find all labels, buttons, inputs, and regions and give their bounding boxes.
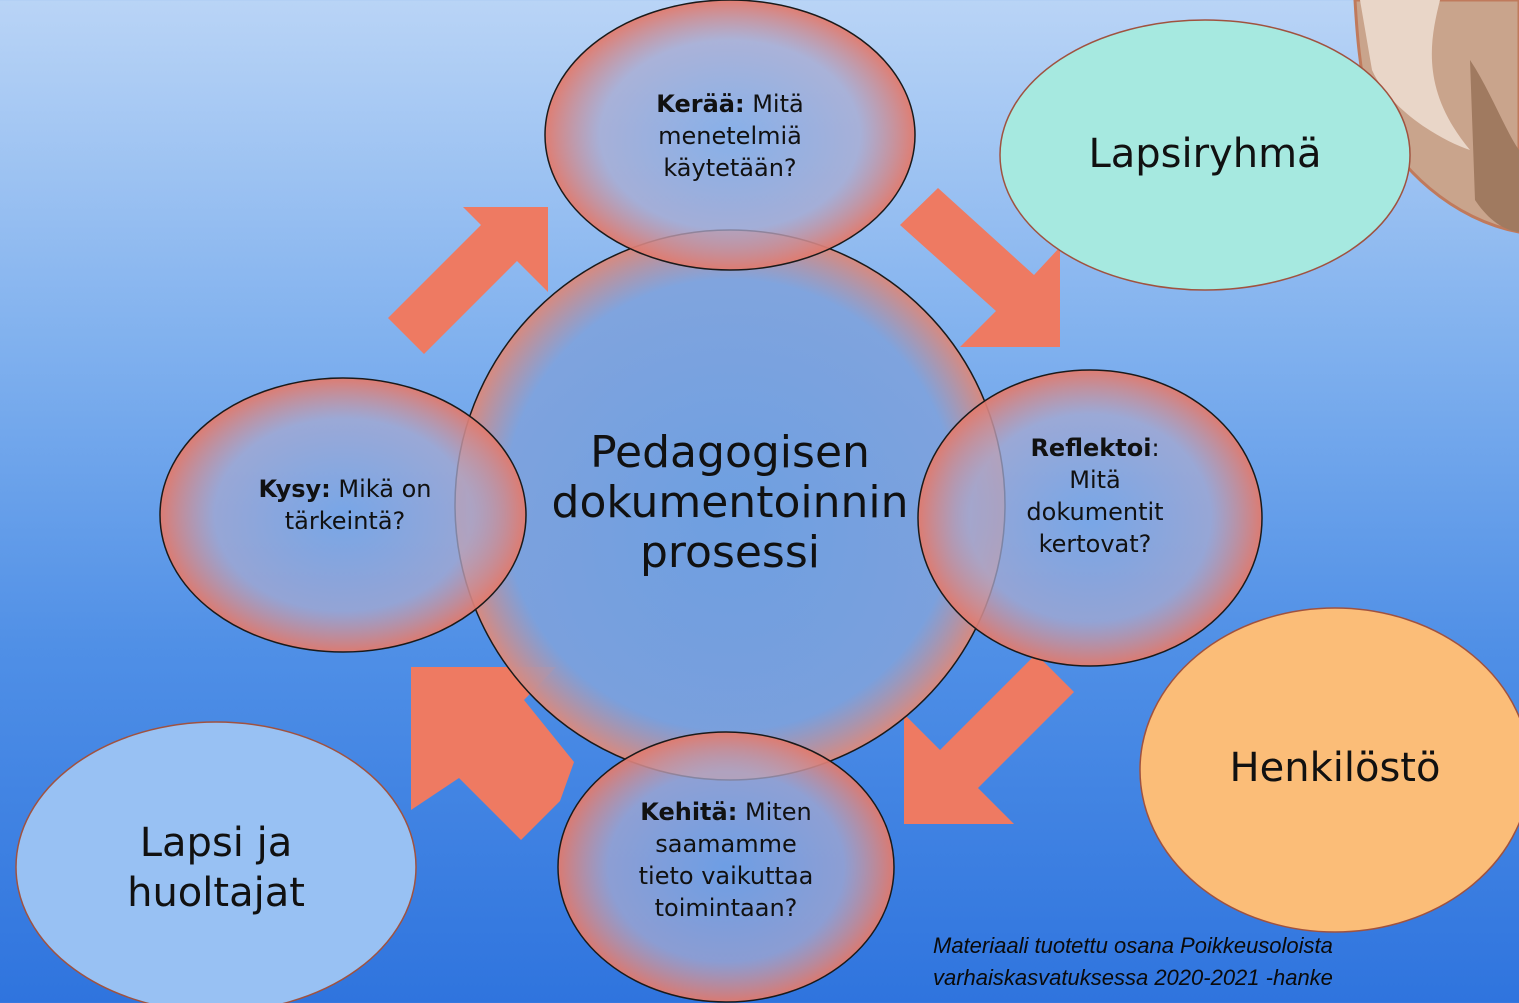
footer-line-1: Materiaali tuotettu osana Poikkeusoloist… [933, 933, 1333, 958]
arrow-bottom-left [411, 667, 574, 840]
center-label: Pedagogisen dokumentoinnin prosessi [540, 428, 920, 578]
lapsiryhma-label: Lapsiryhmä [1088, 131, 1322, 177]
keraa-label: Kerää: Mitä menetelmiä käytetään? [600, 88, 860, 184]
lapsi-huoltajat-circle [15, 721, 417, 1003]
footer-line-2: varhaiskasvatuksessa 2020-2021 -hanke [933, 965, 1333, 990]
center-line-3: prosessi [639, 527, 821, 578]
kysy-label: Kysy: Mikä on tärkeintä? [220, 473, 470, 537]
reflektoi-text-1: Mitä [1069, 466, 1121, 494]
kehita-text-2: saamamme [655, 830, 797, 858]
arrow-bottom-right [904, 654, 1074, 824]
kehita-circle [557, 731, 895, 1003]
reflektoi-circle [917, 369, 1263, 667]
photo-fragment [1353, 0, 1519, 234]
reflektoi-colon: : [1151, 434, 1160, 462]
reflektoi-text-3: kertovat? [1038, 530, 1152, 558]
arrow-top-left [388, 207, 548, 354]
kysy-text-1: Mikä on [338, 475, 432, 503]
keraa-bold: Kerää: [656, 90, 745, 118]
kehita-text-1: Miten [744, 798, 812, 826]
keraa-text-2: menetelmiä [658, 122, 802, 150]
reflektoi-label: Reflektoi: Mitä dokumentit kertovat? [985, 432, 1205, 560]
center-line-2: dokumentoinnin [551, 477, 909, 528]
henkilosto-circle [1139, 607, 1519, 933]
lapsiryhma-circle [999, 19, 1411, 291]
kehita-label: Kehitä: Miten saamamme tieto vaikuttaa t… [590, 796, 862, 924]
kysy-text-2: tärkeintä? [284, 507, 406, 535]
reflektoi-bold: Reflektoi [1030, 434, 1152, 462]
keraa-text-3: käytetään? [663, 154, 797, 182]
kysy-circle [159, 377, 527, 653]
kehita-text-4: toimintaan? [654, 894, 798, 922]
kysy-bold: Kysy: [258, 475, 331, 503]
center-line-1: Pedagogisen [590, 427, 870, 478]
lapsi-line-2: huoltajat [127, 870, 305, 916]
lapsi-huoltajat-label: Lapsi ja huoltajat [80, 818, 352, 918]
footer-note: Materiaali tuotettu osana Poikkeusoloist… [933, 930, 1519, 994]
kehita-text-3: tieto vaikuttaa [638, 862, 814, 890]
lapsi-line-1: Lapsi ja [139, 820, 293, 866]
henkilosto-label: Henkilöstö [1229, 745, 1441, 791]
kehita-bold: Kehitä: [640, 798, 738, 826]
keraa-circle [544, 0, 916, 271]
arrow-top-right [900, 188, 1060, 347]
reflektoi-text-2: dokumentit [1026, 498, 1164, 526]
keraa-text-1: Mitä [752, 90, 804, 118]
